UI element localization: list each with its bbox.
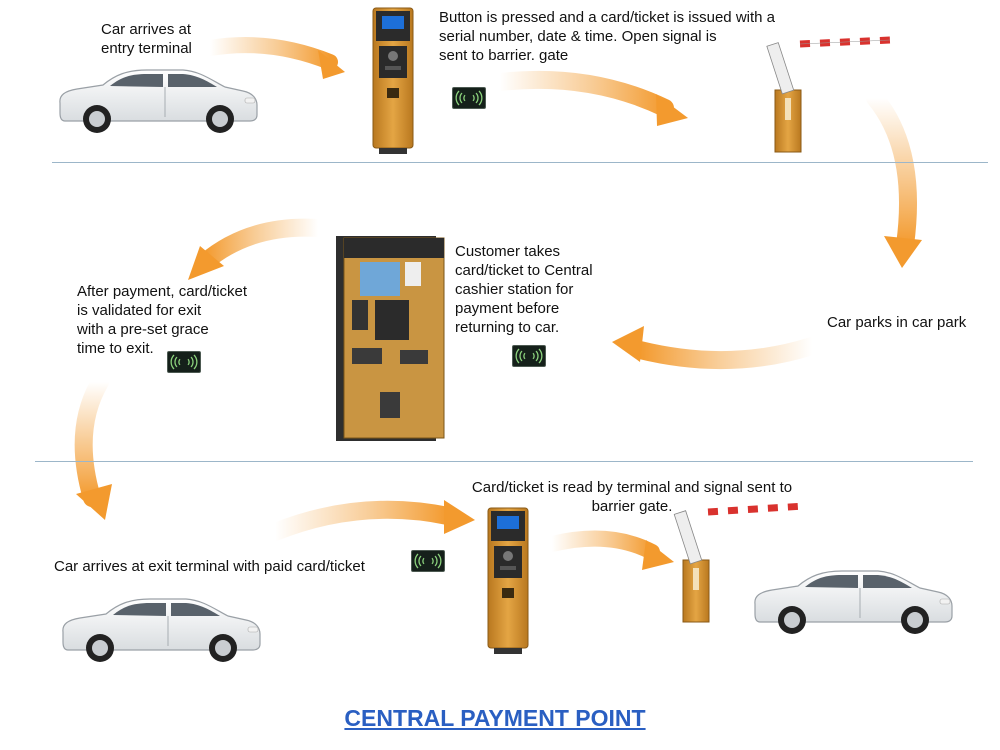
rfid-wave-icon [455, 90, 483, 106]
step-exit-arrive-text: Car arrives at exit terminal with paid c… [54, 558, 365, 575]
step-entry-text: Car arrives at entry terminal [101, 21, 192, 57]
flow-arrow-5 [188, 218, 327, 280]
rfid-card-icon [167, 351, 201, 373]
car-icon [754, 570, 953, 635]
row-divider [35, 461, 973, 462]
car-icon [59, 69, 258, 134]
step-parks-text: Car parks in car park [827, 314, 967, 331]
step-cashier-text: Customer takes card/ticket to Central ca… [455, 243, 593, 336]
rfid-card-icon [512, 345, 546, 367]
rfid-wave-icon [170, 354, 198, 370]
flow-arrow-8 [544, 530, 674, 570]
exit-terminal-icon [487, 507, 529, 655]
pay-station-icon [336, 236, 445, 441]
rfid-wave-icon [414, 553, 442, 569]
entry-terminal-icon [372, 7, 414, 155]
flow-arrow-6 [74, 373, 112, 520]
step-issue-text: Button is pressed and a card/ticket is i… [439, 9, 776, 64]
car-icon [62, 598, 261, 663]
step-validated-text: After payment, card/ticket is validated … [77, 283, 248, 357]
flow-arrow-1 [202, 37, 345, 79]
flow-arrow-3 [866, 89, 922, 268]
rfid-card-icon [452, 87, 486, 109]
step-read-text: Card/ticket is read by terminal and sign… [471, 479, 793, 515]
rfid-card-icon [411, 550, 445, 572]
flow-arrow-2 [491, 70, 688, 126]
flow-arrow-4 [612, 326, 821, 370]
rfid-wave-icon [515, 348, 543, 364]
barrier-gate-icon [673, 502, 806, 623]
flow-arrow-7 [266, 500, 475, 541]
page-title: CENTRAL PAYMENT POINT [344, 705, 646, 731]
barrier-gate-icon [766, 36, 891, 153]
row-divider [52, 162, 988, 163]
